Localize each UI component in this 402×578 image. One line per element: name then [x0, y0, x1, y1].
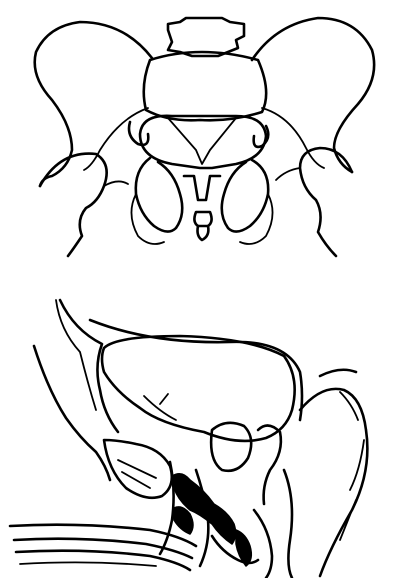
right-femur-neck: [276, 168, 300, 180]
thigh-line-1: [10, 525, 196, 546]
sacrum: [144, 52, 266, 120]
gluteal-fold: [284, 470, 292, 578]
vagina: [196, 470, 208, 566]
coccyx-tip: [198, 226, 209, 240]
left-femur-upper: [40, 154, 107, 256]
abdominal-wall-mid: [56, 300, 96, 410]
urethra: [160, 462, 174, 554]
uterus: [211, 423, 251, 471]
left-acetabulum: [129, 122, 148, 145]
pubic-symphysis: [184, 176, 220, 200]
sacral-curve: [320, 370, 356, 376]
buttock-curve: [254, 510, 272, 578]
pelvis-sagittal-section: [10, 300, 367, 578]
lumbar-vertebra: [168, 18, 244, 56]
pelvis-frontal-view: [35, 18, 374, 256]
left-iliac-inner: [84, 108, 148, 170]
urogenital-diaphragm: [174, 507, 193, 534]
right-iliac-inner: [262, 108, 324, 168]
back-contour-outer: [340, 392, 364, 540]
right-femur-upper: [300, 148, 352, 256]
bladder-fold: [144, 394, 176, 420]
peritoneum: [90, 320, 302, 420]
left-femur-neck: [104, 181, 128, 186]
left-obturator-ring: [136, 158, 182, 232]
right-obturator-ring: [222, 160, 268, 232]
thigh-line-3: [16, 551, 190, 570]
thigh-line-4: [20, 562, 156, 566]
sacral-lines: [168, 118, 236, 164]
coccyx: [194, 212, 211, 226]
pelvic-inlet: [140, 116, 266, 168]
